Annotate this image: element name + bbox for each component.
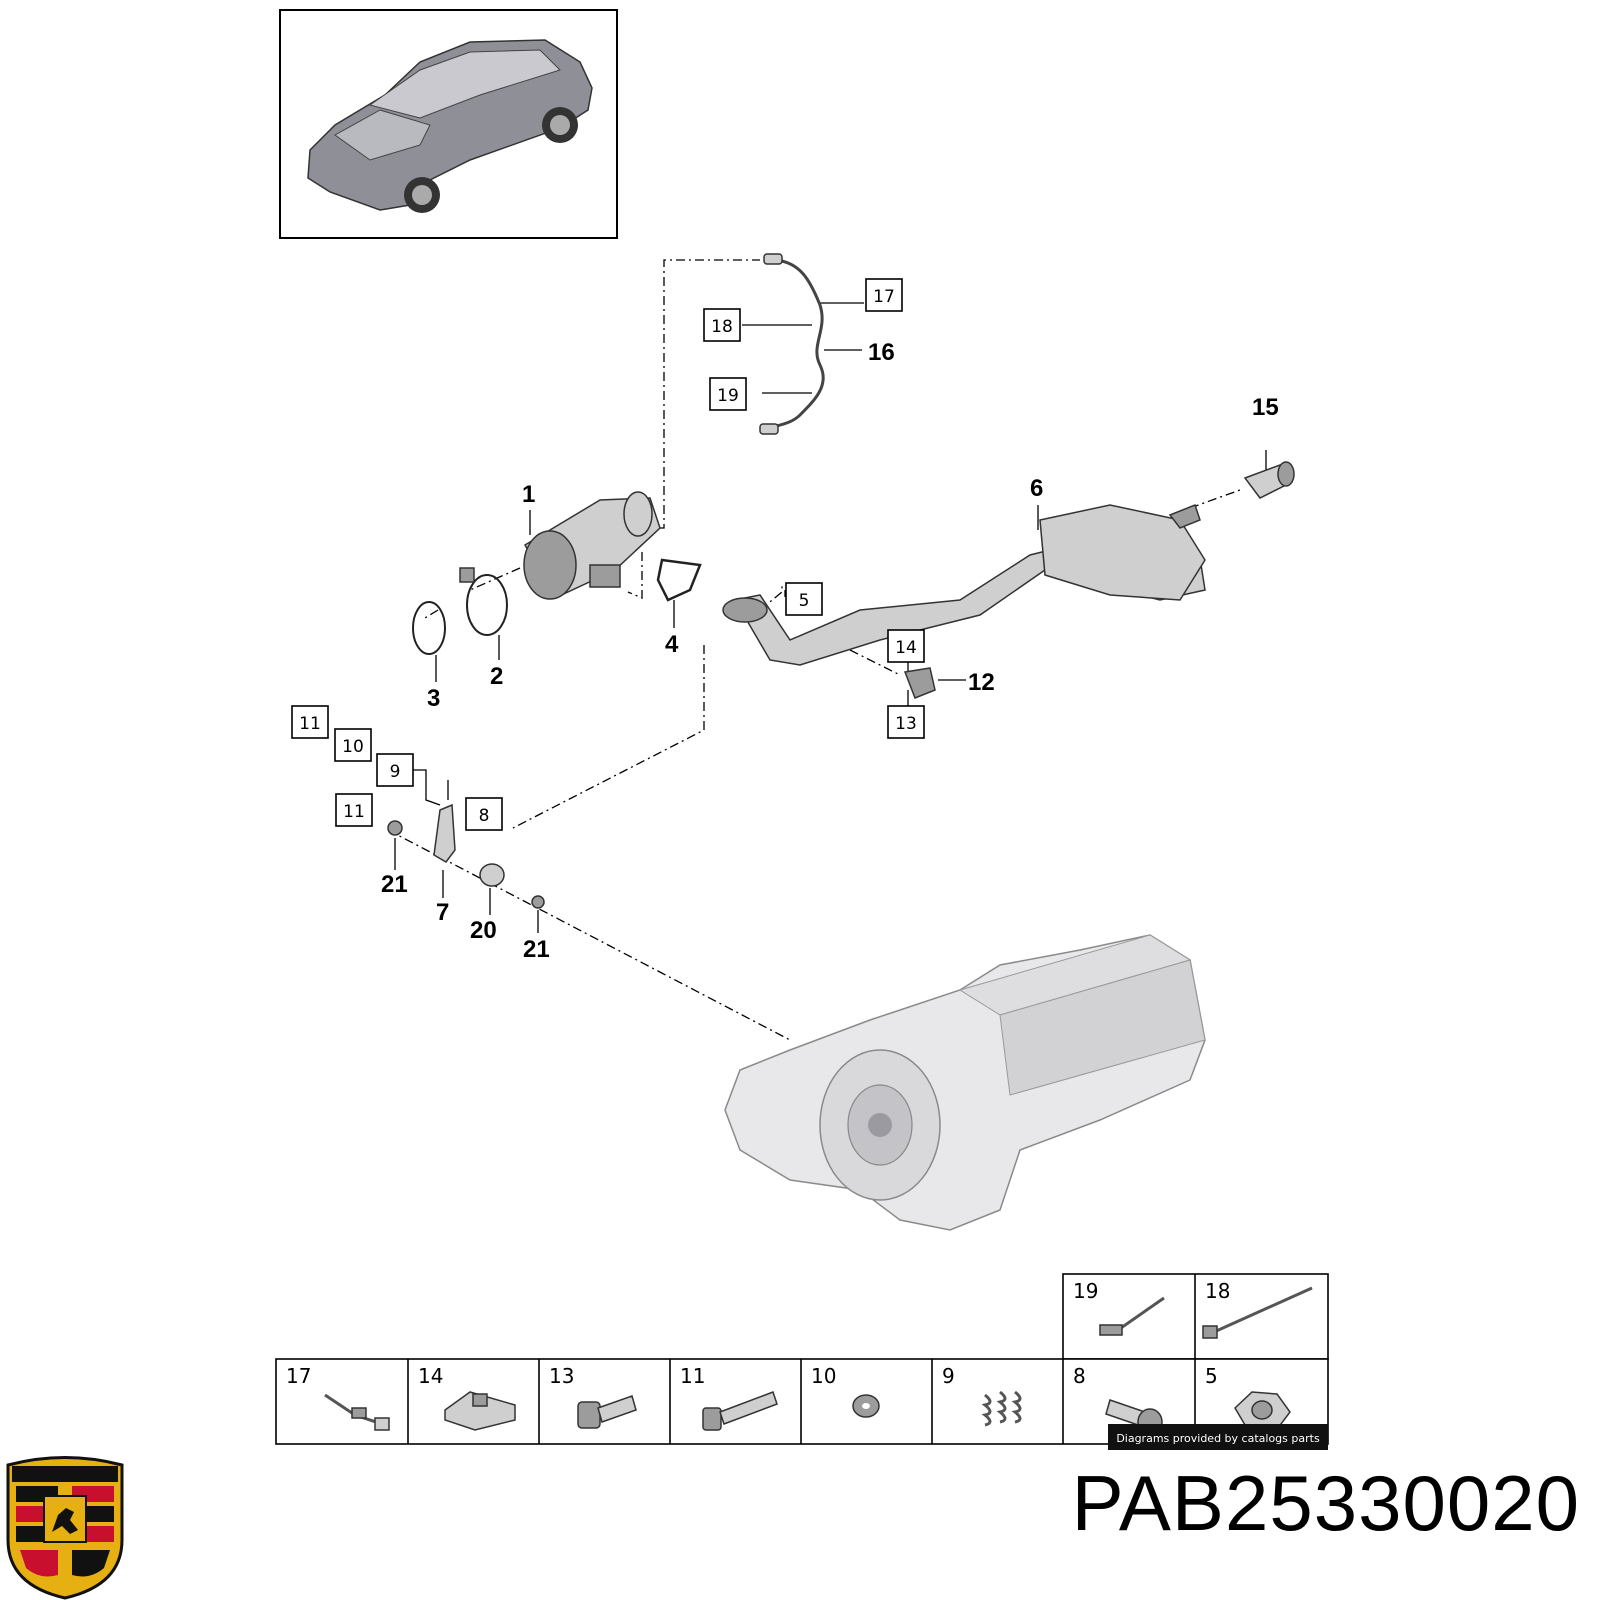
callout-2: 2 xyxy=(490,663,503,690)
callout-6: 6 xyxy=(1030,475,1043,502)
callout-21-right: 21 xyxy=(523,936,550,963)
legend-cell-9: 9 xyxy=(942,1364,1022,1427)
credit-banner: Diagrams provided by catalogs parts xyxy=(1108,1424,1328,1450)
svg-text:13: 13 xyxy=(895,714,917,734)
bracket-plate-icon xyxy=(444,1391,516,1431)
parts-legend: 19 18 17 14 xyxy=(275,1273,1329,1450)
vehicle-thumbnail xyxy=(279,9,618,239)
callout-17: 17 xyxy=(865,278,903,312)
callout-8: 8 xyxy=(465,797,503,831)
svg-text:8: 8 xyxy=(479,806,490,826)
tailpipe-tip xyxy=(1243,461,1295,499)
svg-text:8: 8 xyxy=(1073,1364,1086,1388)
svg-text:5: 5 xyxy=(1205,1364,1218,1388)
callout-3: 3 xyxy=(427,685,440,712)
callout-5: 5 xyxy=(785,582,823,616)
suv-icon xyxy=(307,39,593,213)
cable-tie-long-icon xyxy=(1202,1286,1313,1339)
callout-19: 19 xyxy=(709,377,747,411)
callout-12: 12 xyxy=(968,669,995,696)
spring-icon xyxy=(981,1390,1022,1427)
callout-13: 13 xyxy=(887,705,925,739)
callout-18: 18 xyxy=(703,308,741,342)
boxed-callouts: 17 18 19 5 14 13 11 10 9 11 8 xyxy=(291,278,925,831)
svg-text:14: 14 xyxy=(418,1364,443,1388)
callout-20: 20 xyxy=(470,917,497,944)
bolt-flange-icon xyxy=(577,1395,637,1429)
svg-text:17: 17 xyxy=(286,1364,311,1388)
cable-tie-icon xyxy=(1099,1296,1165,1336)
washer-icon xyxy=(852,1394,880,1418)
svg-text:13: 13 xyxy=(549,1364,574,1388)
svg-text:17: 17 xyxy=(873,287,895,307)
legend-cell-5: 5 xyxy=(1205,1364,1291,1433)
leader-lines xyxy=(394,302,1267,933)
flange-gasket xyxy=(656,558,702,602)
svg-text:Diagrams provided by catalogs: Diagrams provided by catalogs parts xyxy=(1116,1432,1320,1445)
callout-16: 16 xyxy=(868,339,895,366)
exhaust-pipe-and-silencer xyxy=(722,504,1206,666)
legend-cell-10: 10 xyxy=(811,1364,880,1418)
callout-11-bottom: 11 xyxy=(335,793,373,827)
svg-text:18: 18 xyxy=(1205,1279,1230,1303)
callout-11-top: 11 xyxy=(291,705,329,739)
porsche-crest-icon xyxy=(6,1456,124,1600)
callout-9: 9 xyxy=(376,753,414,787)
bolt-long-icon xyxy=(702,1391,778,1431)
callout-10: 10 xyxy=(334,728,372,762)
legend-cell-19: 19 xyxy=(1073,1279,1165,1336)
svg-text:10: 10 xyxy=(342,737,364,757)
callout-14: 14 xyxy=(887,629,925,663)
transmission-housing xyxy=(724,934,1206,1231)
svg-text:14: 14 xyxy=(895,638,917,658)
callout-21-left: 21 xyxy=(381,871,408,898)
part-number: PAB25330020 xyxy=(1071,1459,1580,1547)
svg-text:11: 11 xyxy=(343,802,365,822)
callout-4: 4 xyxy=(665,631,679,658)
svg-text:5: 5 xyxy=(799,591,810,611)
legend-cell-18: 18 xyxy=(1202,1279,1313,1339)
plain-callouts: 16 15 6 1 4 3 2 12 21 7 20 21 xyxy=(381,339,1279,963)
exhaust-hanger xyxy=(903,667,936,699)
legend-cell-13: 13 xyxy=(549,1364,637,1429)
callout-7: 7 xyxy=(436,899,449,926)
svg-text:10: 10 xyxy=(811,1364,836,1388)
svg-text:9: 9 xyxy=(942,1364,955,1388)
legend-cell-11: 11 xyxy=(680,1364,778,1431)
legend-cell-14: 14 xyxy=(418,1364,516,1431)
svg-text:11: 11 xyxy=(299,714,321,734)
svg-text:9: 9 xyxy=(390,762,401,782)
svg-text:18: 18 xyxy=(711,317,733,337)
hex-nut-icon xyxy=(1234,1391,1291,1433)
seal-ring xyxy=(412,601,446,655)
callout-1: 1 xyxy=(522,481,535,508)
legend-cell-17: 17 xyxy=(286,1364,390,1431)
transmission-mount-parts xyxy=(387,803,545,909)
svg-text:11: 11 xyxy=(680,1364,705,1388)
callout-15: 15 xyxy=(1252,394,1279,421)
assembly-lines xyxy=(387,259,1241,1041)
svg-text:19: 19 xyxy=(1073,1279,1098,1303)
cable-clip-icon xyxy=(324,1393,390,1431)
catalytic-converter xyxy=(523,491,661,600)
oxygen-sensor-harness xyxy=(759,253,825,435)
v-band-clamp xyxy=(466,574,508,636)
clamp-bolt xyxy=(459,567,475,583)
svg-text:19: 19 xyxy=(717,386,739,406)
